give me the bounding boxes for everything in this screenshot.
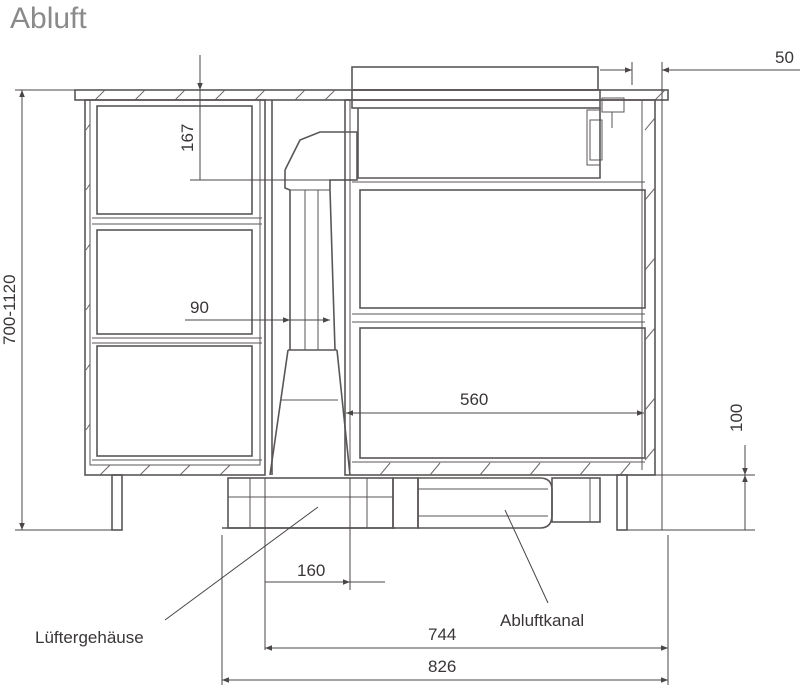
exhaust-duct-tower [269, 131, 358, 476]
dim-overhang-label: 50 [775, 48, 794, 67]
dim-hob-depth-label: 167 [178, 124, 197, 152]
dim-height: 700-1120 [0, 89, 112, 531]
countertop [74, 89, 669, 101]
drawer-front [96, 345, 253, 457]
left-cabinet [84, 99, 273, 531]
dim-total-width: 826 [222, 657, 668, 683]
fan-housing [222, 477, 395, 529]
exhaust-channel [392, 477, 601, 529]
dim-overhang: 50 [600, 48, 800, 530]
dim-duct-width: 90 [185, 298, 330, 323]
dim-inner-width-label: 744 [428, 625, 456, 644]
dim-duct-width-label: 90 [190, 298, 209, 317]
cabinet-foot [616, 474, 628, 531]
drawer-front [359, 327, 646, 459]
dim-fan-offset-label: 160 [297, 561, 325, 580]
hob-unit [351, 66, 625, 179]
cabinet-foot [111, 474, 123, 531]
dim-total-width-label: 826 [428, 657, 456, 676]
dim-plinth-label: 100 [727, 404, 746, 432]
dim-inner-width: 744 [265, 625, 668, 651]
dim-hob-depth: 167 [178, 55, 355, 181]
label-exhaust-channel: Abluftkanal [500, 611, 584, 630]
drawer-front [96, 229, 253, 335]
drawer-front [96, 105, 253, 215]
dim-fan-offset: 160 [221, 478, 669, 685]
drawing-title: Abluft [10, 2, 87, 35]
dim-drawer-width-label: 560 [460, 390, 488, 409]
label-fan-housing: Lüftergehäuse [35, 628, 144, 647]
drawer-front [359, 189, 646, 309]
dim-height-label: 700-1120 [0, 274, 19, 345]
dim-plinth: 100 [627, 404, 755, 531]
right-cabinet [344, 99, 656, 531]
leader-line [164, 506, 319, 621]
leader-line [504, 509, 549, 604]
dim-drawer-width: 560 [346, 390, 644, 416]
